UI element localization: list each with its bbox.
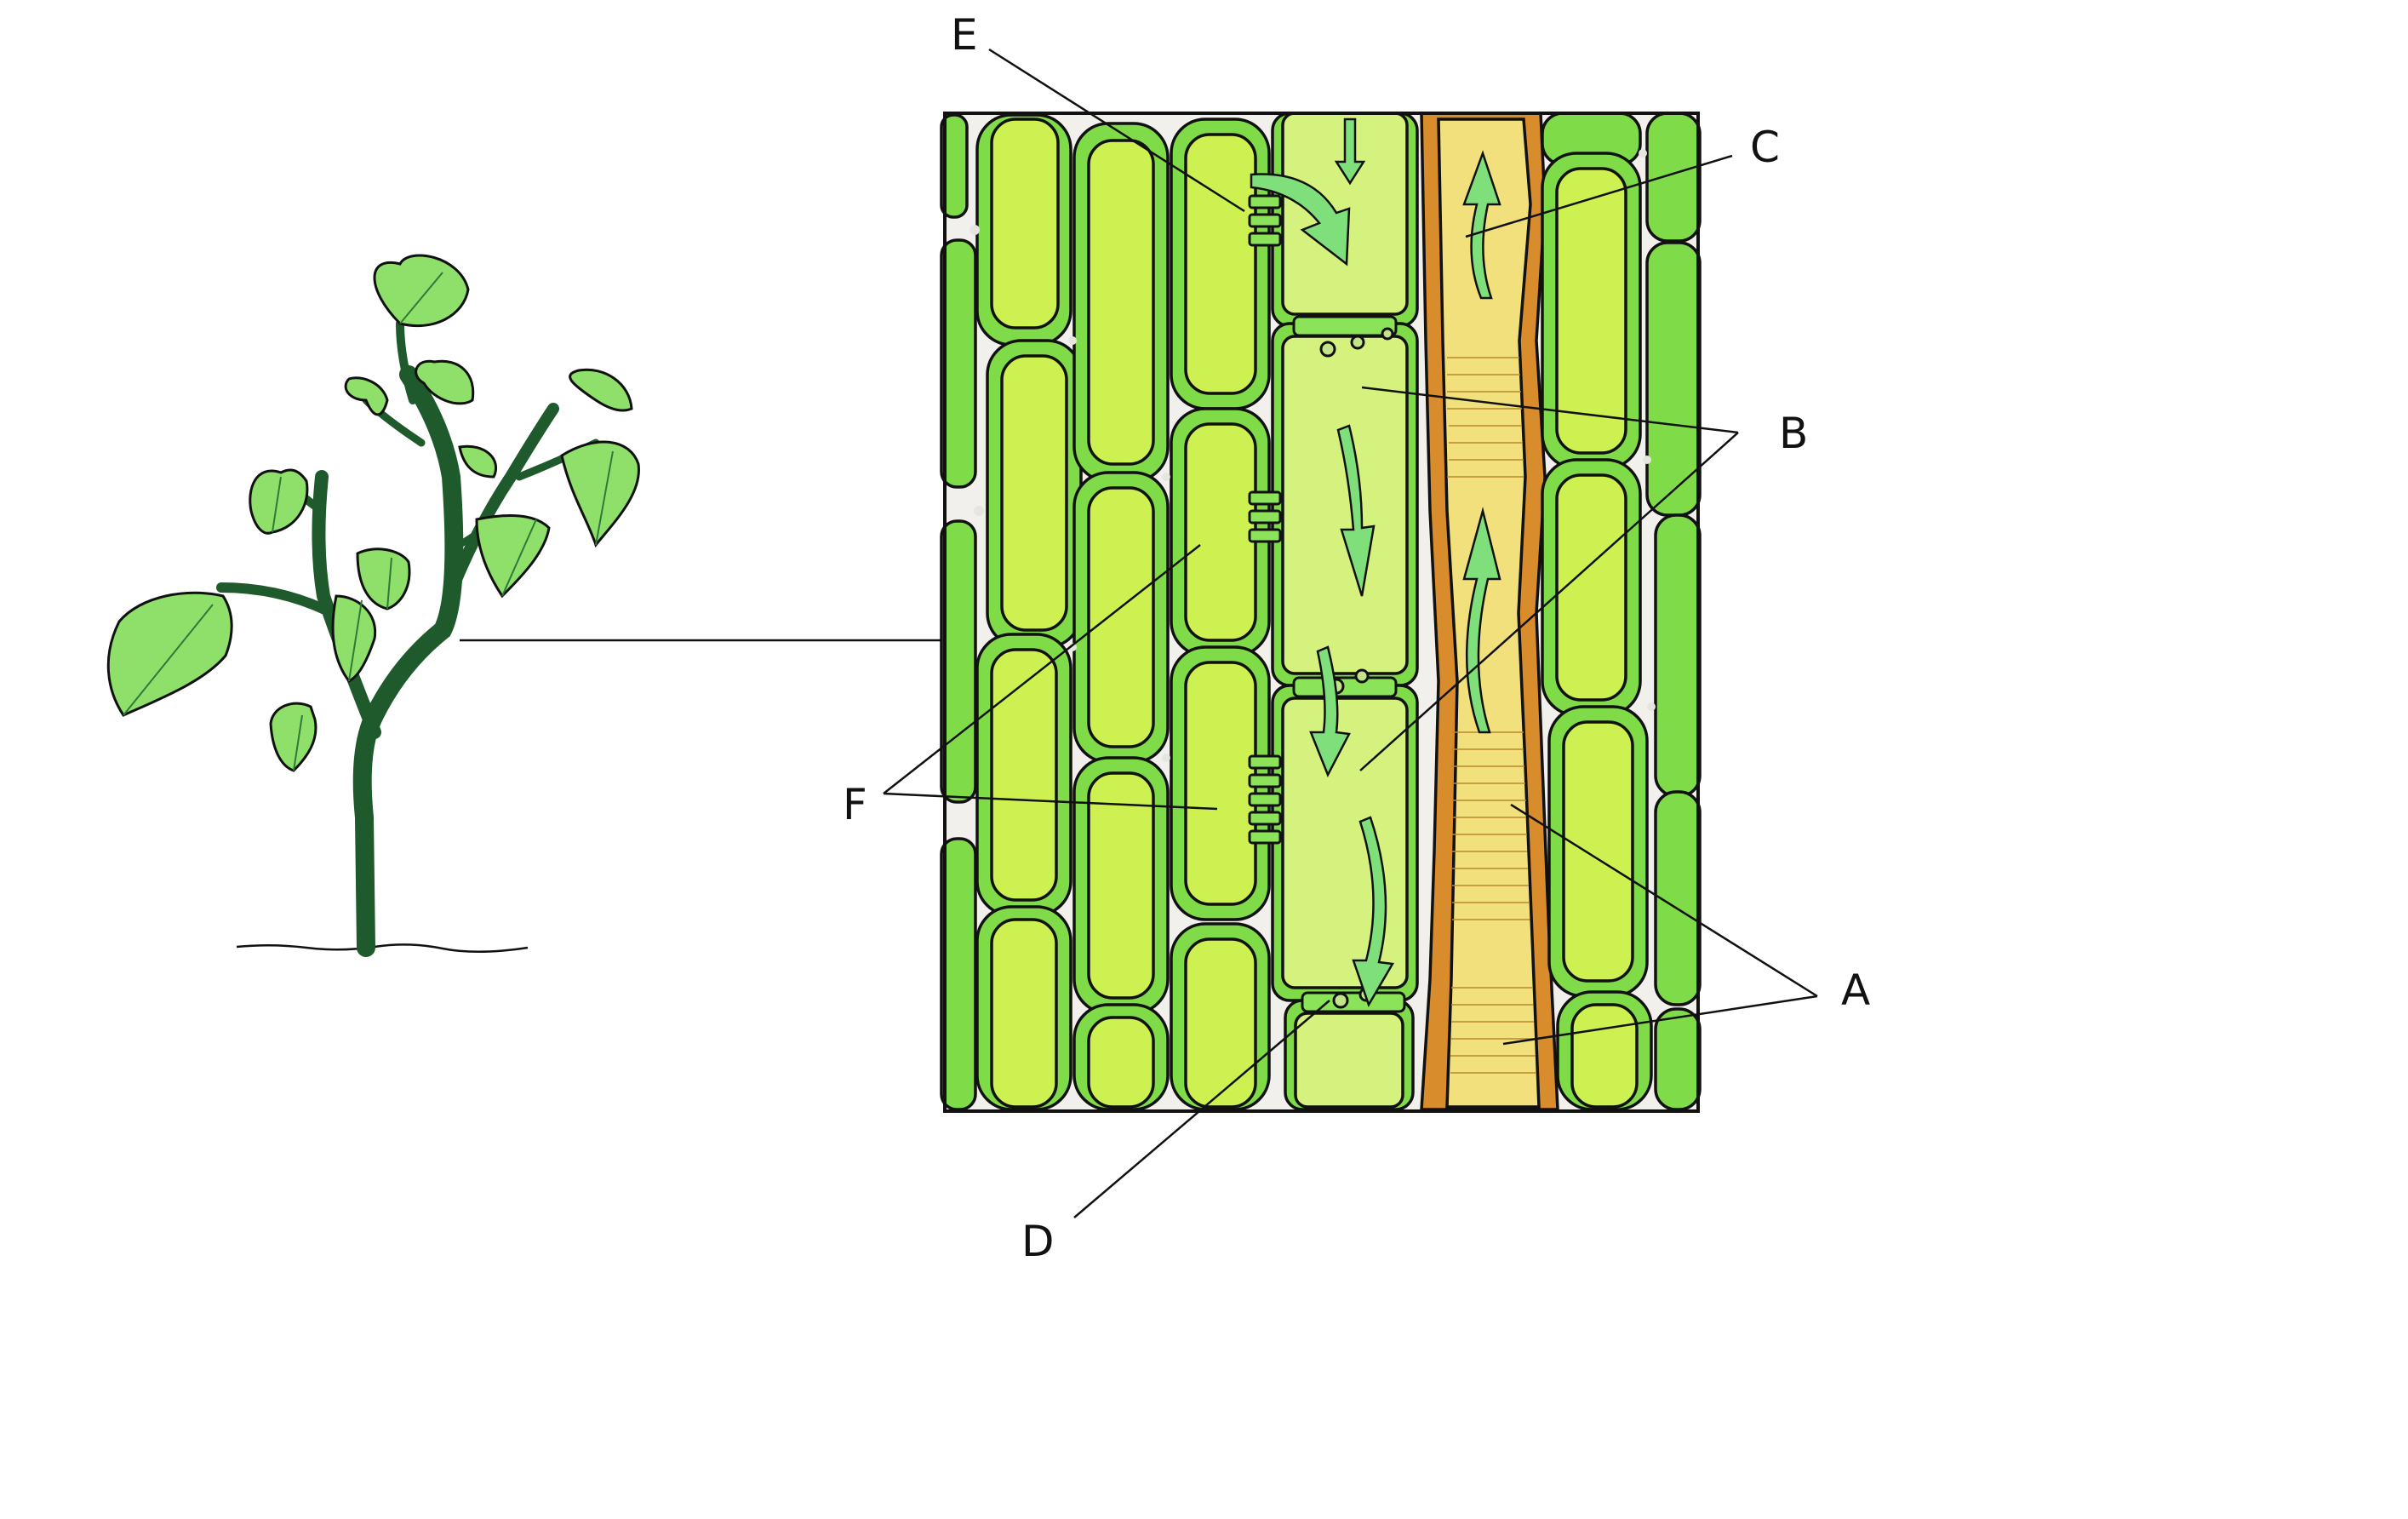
leader-b-upper: [1361, 386, 1739, 434]
flow-arrow-icon: [1462, 150, 1501, 300]
leaves: [106, 254, 640, 772]
leaf-upper-left-big: [249, 468, 309, 535]
plasmodesma-icon: [1248, 490, 1282, 543]
cell-inner: [1184, 937, 1257, 1109]
sieve-plate: [1292, 676, 1398, 698]
leaf-left-mid: [331, 594, 377, 683]
flow-arrow-icon: [1336, 424, 1376, 597]
cell: [1654, 1007, 1702, 1111]
cell-inner: [1184, 133, 1257, 395]
parenchyma-column-7: [1541, 112, 1653, 1111]
label-f: F: [843, 780, 867, 829]
xylem-lumen: [1437, 118, 1541, 1109]
label-a: A: [1841, 966, 1870, 1015]
leader-f-lower: [883, 792, 1218, 811]
sieve-plate: [1301, 991, 1406, 1013]
leaf-left-big: [106, 591, 233, 717]
companion-cell-column: [1170, 118, 1271, 1111]
right-branch: [443, 403, 559, 602]
cell-inner: [1555, 473, 1627, 702]
leaf-right-big: [560, 440, 640, 548]
leader-d: [1073, 1000, 1330, 1218]
cell-inner: [1555, 167, 1627, 455]
leaf-right-top: [569, 368, 633, 412]
sieve-plate: [1292, 315, 1398, 337]
leader-e: [988, 48, 1245, 213]
leaf-upper-left: [344, 376, 389, 416]
leader-f-upper: [883, 544, 1201, 794]
leaf-top: [373, 254, 470, 328]
cell-inner: [1087, 1016, 1155, 1109]
cell-inner: [1087, 486, 1155, 748]
flow-arrow-icon: [1250, 173, 1351, 267]
main-stem: [352, 365, 464, 957]
plasmodesmata: [1248, 194, 1282, 845]
parenchyma-column-3: [1072, 122, 1170, 1111]
leader-a-lower: [1502, 995, 1818, 1046]
cell-inner: [1087, 139, 1155, 466]
flow-arrows: [1250, 118, 1501, 1007]
cell-inner: [990, 648, 1058, 902]
leaf-veins: [123, 272, 614, 771]
leader-b-lower: [1359, 432, 1739, 771]
parenchyma-column-2: [975, 113, 1083, 1111]
leader-c: [1465, 154, 1733, 238]
plasmodesma-icon: [1248, 754, 1282, 845]
cell: [940, 519, 977, 804]
soil-line: [236, 943, 529, 954]
sieve-tube-inner: [1294, 1012, 1404, 1109]
cell-inner: [1562, 720, 1634, 983]
cell-inner: [1184, 661, 1257, 906]
label-d: D: [1021, 1217, 1055, 1266]
left-branch-twig: [216, 582, 337, 618]
xylem-vessel: [1420, 112, 1559, 1111]
flow-arrow-icon: [1309, 645, 1351, 777]
tissue-frame: [943, 112, 1700, 1113]
cell-inner: [1000, 354, 1068, 632]
label-c: C: [1750, 123, 1780, 172]
flow-arrow-icon: [1462, 507, 1501, 734]
parenchyma-column-8: [1645, 112, 1702, 1111]
leader-a-upper: [1510, 803, 1818, 998]
cell-inner: [1184, 422, 1257, 642]
flow-arrow-icon: [1352, 816, 1395, 1007]
label-b: B: [1779, 409, 1808, 458]
cell: [1654, 513, 1702, 798]
intercellular-spaces: [969, 149, 1656, 762]
cell-inner: [1570, 1003, 1639, 1109]
cell: [1645, 112, 1702, 243]
leaf-mid-small: [356, 547, 411, 610]
flow-arrow-icon: [1334, 118, 1366, 186]
leaf-right-small: [458, 444, 498, 479]
leader-lines: [883, 48, 1818, 1218]
seedling-illustration: [106, 254, 945, 957]
leaf-mid-right: [475, 514, 551, 599]
leaf-lower-left: [269, 702, 317, 772]
sieve-tube-inner: [1281, 335, 1409, 675]
cell: [940, 238, 977, 489]
cell-inner: [1087, 771, 1155, 1000]
labels: E C B A F D: [843, 10, 1870, 1266]
cell-inner: [990, 918, 1058, 1109]
tissue-enlargement: [940, 112, 1702, 1113]
leaf-upper-mid: [415, 359, 475, 405]
left-branch: [312, 470, 381, 739]
cell-inner: [990, 118, 1060, 330]
plasmodesma-icon: [1248, 194, 1282, 247]
top-shoot: [396, 319, 417, 404]
label-e: E: [951, 10, 978, 60]
